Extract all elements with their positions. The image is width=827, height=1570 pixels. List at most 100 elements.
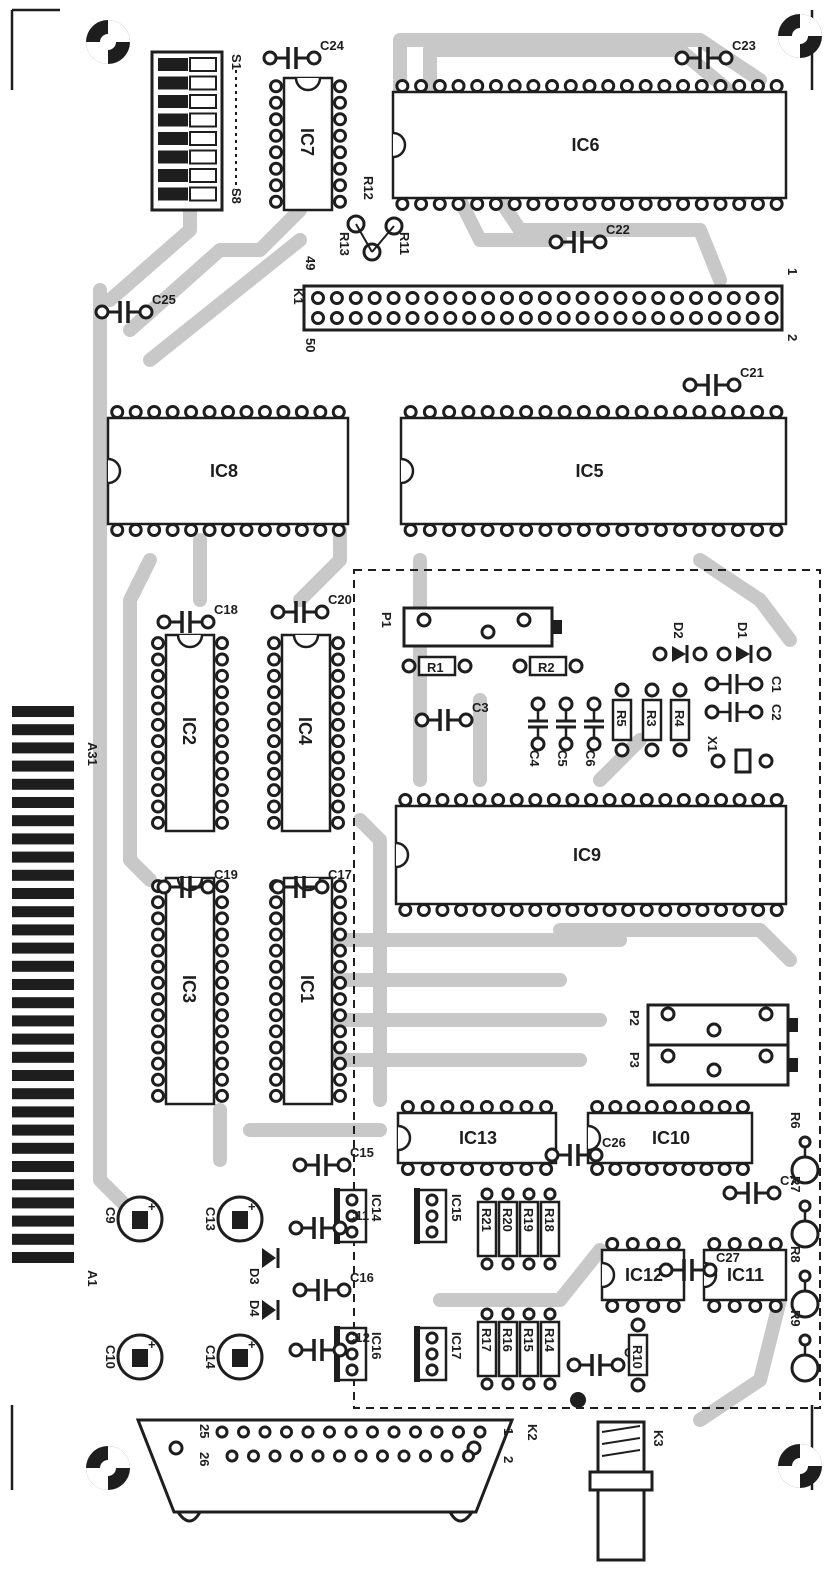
electrolytic-c13: +C13 xyxy=(203,1195,264,1243)
ic-ic12: IC12 xyxy=(600,1237,686,1313)
k2-pin-1: 1 xyxy=(501,1428,516,1435)
p2-label: P2 xyxy=(627,1010,642,1026)
mounting-hole-top-right xyxy=(778,14,822,58)
diode-label: D1 xyxy=(735,622,750,639)
k1-pin-1: 1 xyxy=(785,268,800,275)
resistor-label: R1 xyxy=(427,660,444,675)
potentiometer-p3: P3 xyxy=(627,1043,798,1087)
regulator-ic17: IC17 xyxy=(414,1326,464,1382)
capacitor-c19: C19 xyxy=(156,867,238,898)
diode-label: D2 xyxy=(671,622,686,639)
capacitor-label: C18 xyxy=(214,602,238,617)
electrolytic-layer: +C9+C13+C10+C14 xyxy=(103,1195,264,1381)
capacitor-label: C24 xyxy=(320,38,345,53)
small-cap-c2: C2 xyxy=(704,702,784,722)
k1-pin-2: 2 xyxy=(785,334,800,341)
capacitor-c25: C25 xyxy=(94,292,176,323)
resistor-label: R3 xyxy=(644,710,659,727)
ic-ic4: IC4 xyxy=(267,633,345,833)
k2-pin-25: 25 xyxy=(197,1424,212,1438)
resistor-r5: R5 xyxy=(611,682,633,758)
ic-label: IC12 xyxy=(625,1265,663,1285)
capacitor-c26: C26 xyxy=(544,1135,626,1166)
capacitor-c11: C11 xyxy=(288,1208,369,1239)
capacitor-label: C3 xyxy=(472,700,489,715)
diode-d1: D1 xyxy=(716,622,772,663)
capacitor-c3: C3 xyxy=(414,700,489,731)
ic-ic10: IC10 xyxy=(586,1100,754,1176)
connector-k3: K3 xyxy=(570,1392,666,1562)
ic-label: IC8 xyxy=(210,461,238,481)
capacitor-c27: C27 xyxy=(658,1250,740,1281)
trimmer-label: R8 xyxy=(788,1246,803,1263)
ic-label: IC13 xyxy=(459,1128,497,1148)
plus-mark: + xyxy=(148,1337,156,1352)
resistor-label: R20 xyxy=(500,1208,515,1232)
c6-label: C6 xyxy=(583,750,598,767)
capacitor-c24: C24 xyxy=(262,38,345,69)
ic-label: IC3 xyxy=(179,975,199,1003)
electrolytic-label: C13 xyxy=(203,1207,218,1231)
capacitor-c23: C23 xyxy=(674,38,756,69)
electrolytic-c9: +C9 xyxy=(103,1195,164,1243)
ic-ic2: IC2 xyxy=(151,633,229,833)
resistor-label: R17 xyxy=(479,1328,494,1352)
mounting-hole-bottom-right xyxy=(778,1444,822,1488)
ic-label: IC6 xyxy=(572,135,600,155)
small-caps-c4-c6: C4 C5 C6 xyxy=(527,696,604,767)
capacitor-label: C11 xyxy=(346,1208,369,1223)
capacitor-c20: C20 xyxy=(270,592,352,623)
ic-ic11: IC11 xyxy=(702,1237,788,1313)
capacitor-label: C26 xyxy=(602,1135,626,1150)
capacitor-label: C21 xyxy=(740,365,764,380)
c2-label: C2 xyxy=(769,704,784,721)
c1-label: C1 xyxy=(769,676,784,693)
header-k1: K1 49 50 1 2 xyxy=(291,256,800,352)
resistor-label: R4 xyxy=(672,710,687,727)
trimmer-r8: R8 xyxy=(788,1246,820,1319)
d3-label: D3 xyxy=(247,1268,262,1285)
analog-section-outline xyxy=(353,569,821,1409)
r11-label: R11 xyxy=(397,232,412,255)
r12-label: R12 xyxy=(361,176,376,200)
ic-ic6: IC6 xyxy=(391,79,788,211)
dip-switch-label-top: S1 xyxy=(229,54,244,70)
trimmer-r9: R9 xyxy=(788,1310,820,1383)
regulator-label: IC17 xyxy=(449,1332,464,1359)
plus-mark: + xyxy=(248,1337,256,1352)
resistor-r1: R1 xyxy=(401,655,473,677)
capacitor-label: C12 xyxy=(346,1330,370,1345)
capacitor-label: C23 xyxy=(732,38,756,53)
capacitor-c21: C21 xyxy=(682,365,764,396)
capacitor-c15: C15 xyxy=(292,1145,374,1176)
resistor-label: R2 xyxy=(538,660,555,675)
diode-pair-d3-d4: D3 D4 xyxy=(247,1248,280,1320)
mounting-hole-top-left xyxy=(86,20,130,64)
ic-ic3: IC3 xyxy=(151,876,229,1106)
electrolytic-c14: +C14 xyxy=(203,1333,264,1381)
trimmer-label: R6 xyxy=(788,1112,803,1129)
ic-ic5: IC5 xyxy=(399,405,788,537)
c4-label: C4 xyxy=(527,750,542,767)
resistor-r2: R2 xyxy=(512,655,584,677)
trimmer-label: R9 xyxy=(788,1310,803,1327)
ic-label: IC9 xyxy=(573,845,601,865)
resistor-label: R14 xyxy=(542,1328,557,1353)
capacitor-c18: C18 xyxy=(156,602,238,633)
edge-label-a1: A1 xyxy=(85,1270,100,1287)
capacitor-c12: C12 xyxy=(288,1330,370,1361)
potentiometer-p2: P2 xyxy=(627,1003,798,1047)
ic-label: IC4 xyxy=(295,717,315,745)
p1-label: P1 xyxy=(379,612,394,628)
k3-label: K3 xyxy=(651,1430,666,1447)
diode-d2: D2 xyxy=(652,622,708,663)
dip-switch-label-bottom: S8 xyxy=(229,188,244,204)
connector-k2: K2 25 26 1 2 xyxy=(135,1418,540,1523)
capacitor-c7: C7 xyxy=(722,1173,797,1204)
regulator-ic15: IC15 xyxy=(414,1188,464,1244)
resistor-label: R21 xyxy=(479,1208,494,1232)
